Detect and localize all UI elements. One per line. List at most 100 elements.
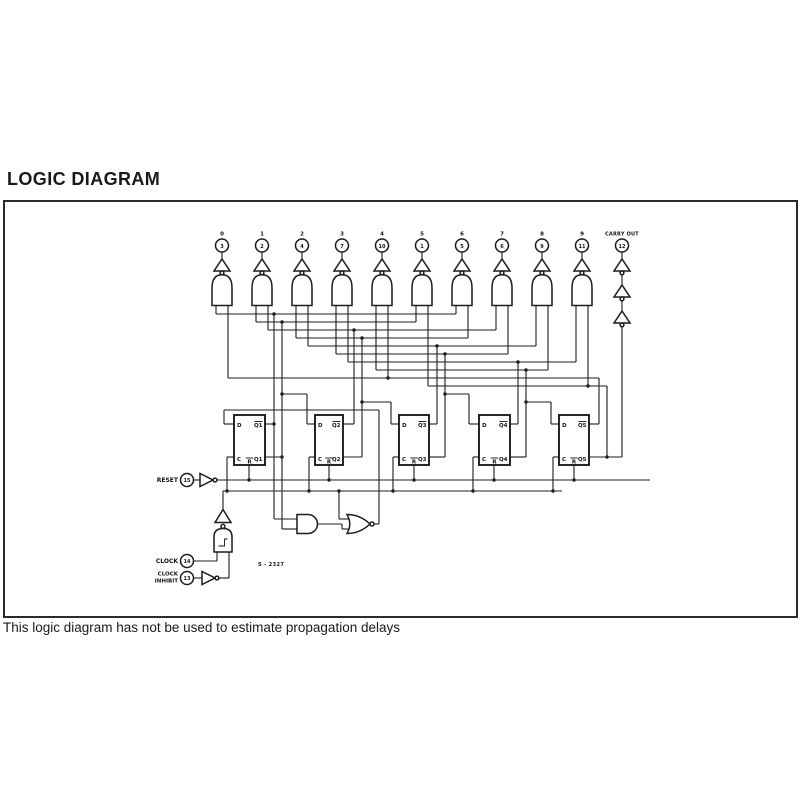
- buffer-icon: [612, 309, 632, 324]
- junction-dot: [352, 328, 356, 332]
- page-title: LOGIC DIAGRAM: [7, 169, 161, 189]
- inverter-bubble: [619, 322, 625, 328]
- junction-dot: [551, 489, 555, 493]
- nand-gate-icon: [331, 274, 353, 307]
- buffer-icon: [612, 257, 632, 272]
- pin-number: 15: [184, 478, 191, 484]
- pin-number: 2: [260, 244, 264, 250]
- junction-dot: [412, 478, 416, 482]
- pin-number: 13: [184, 576, 191, 582]
- ff-label-qbar: Q5: [578, 423, 587, 429]
- pin-circle: [179, 553, 195, 569]
- ff-label-r: R: [247, 460, 252, 466]
- footnote: This logic diagram has not be used to es…: [3, 620, 400, 635]
- buffer-icon: [332, 257, 352, 272]
- part-reference: S - 2327: [258, 562, 284, 568]
- junction-dot: [524, 400, 528, 404]
- output-label: 5: [420, 232, 424, 238]
- ff-label-d: D: [482, 423, 487, 429]
- output-stack: 9 11: [571, 232, 593, 307]
- output-stack: 89: [531, 232, 553, 307]
- part-ref: S - 2327: [258, 562, 284, 568]
- ff-label-qbar: Q1: [254, 423, 263, 429]
- junction-dots: [225, 312, 609, 493]
- buffer-icon: [492, 257, 512, 272]
- nand-gate-icon: [571, 274, 593, 307]
- output-label: 7: [500, 232, 504, 238]
- junction-dot: [524, 368, 528, 372]
- junction-dot: [360, 336, 364, 340]
- output-stack: 410: [371, 232, 393, 307]
- junction-dot: [391, 489, 395, 493]
- junction-dot: [516, 360, 520, 364]
- pin-number: 4: [300, 244, 304, 250]
- junction-dot: [307, 489, 311, 493]
- ff-label-q: Q2: [332, 457, 341, 463]
- output-stack: 24: [291, 232, 313, 307]
- junction-dot: [272, 422, 276, 426]
- junction-dot: [360, 400, 364, 404]
- output-stack: 65: [451, 232, 473, 307]
- junction-dot: [586, 384, 590, 388]
- ff-label-r: R: [412, 460, 417, 466]
- buffer-icon: [412, 257, 432, 272]
- buffer-icon: [292, 257, 312, 272]
- ff-label-qbar: Q3: [418, 423, 427, 429]
- inverter-bubble: [619, 296, 625, 302]
- ff-label-q: Q4: [499, 457, 508, 463]
- inverter-bubble: [214, 575, 220, 581]
- nand-gate-icon: [411, 274, 433, 307]
- buffer-icon: [612, 283, 632, 298]
- ff-label-q: Q3: [418, 457, 427, 463]
- ff-label-c: C: [402, 457, 406, 463]
- carry-out-label: CARRY OUT: [605, 232, 639, 238]
- ff-label-qbar: Q4: [499, 423, 508, 429]
- nand-gate-icon: [251, 274, 273, 307]
- output-label: 0: [220, 232, 224, 238]
- junction-dot: [605, 455, 609, 459]
- nand-gate-icon: [531, 274, 553, 307]
- pin-number: 3: [220, 244, 224, 250]
- junction-dot: [443, 392, 447, 396]
- ff-label-d: D: [562, 423, 567, 429]
- ff-label-d: D: [402, 423, 407, 429]
- output-stack: 03: [211, 232, 233, 307]
- ff-label-d: D: [318, 423, 323, 429]
- buffer-icon: [532, 257, 552, 272]
- buffer-icon: [572, 257, 592, 272]
- ff-label-r: R: [572, 460, 577, 466]
- pin-number: 11: [579, 244, 586, 250]
- ff-label-q: Q1: [254, 457, 263, 463]
- buffer-icon: [213, 508, 233, 524]
- junction-dot: [337, 489, 341, 493]
- junction-dot: [280, 455, 284, 459]
- ff-label-c: C: [318, 457, 322, 463]
- junction-dot: [386, 376, 390, 380]
- output-stack: 12: [251, 232, 273, 307]
- ff-label-c: C: [237, 457, 241, 463]
- clock-inhibit-label-1: CLOCK: [158, 572, 179, 578]
- pin-number: 1: [420, 244, 424, 250]
- clock-inhibit-label-2: INHIBIT: [155, 579, 179, 585]
- junction-dot: [280, 320, 284, 324]
- junction-dot: [327, 478, 331, 482]
- output-label: 9: [580, 232, 584, 238]
- clock-gate: [213, 508, 233, 553]
- wiring: [194, 305, 650, 579]
- buffer-icon: [372, 257, 392, 272]
- nand-gate-icon: [491, 274, 513, 307]
- pin-number: 14: [184, 559, 191, 565]
- buffer-icon: [252, 257, 272, 272]
- junction-dot: [471, 489, 475, 493]
- nor-gate: [345, 513, 375, 535]
- nand-gate-icon: [211, 274, 233, 307]
- output-label: 1: [260, 232, 264, 238]
- buffer-icon: [212, 257, 232, 272]
